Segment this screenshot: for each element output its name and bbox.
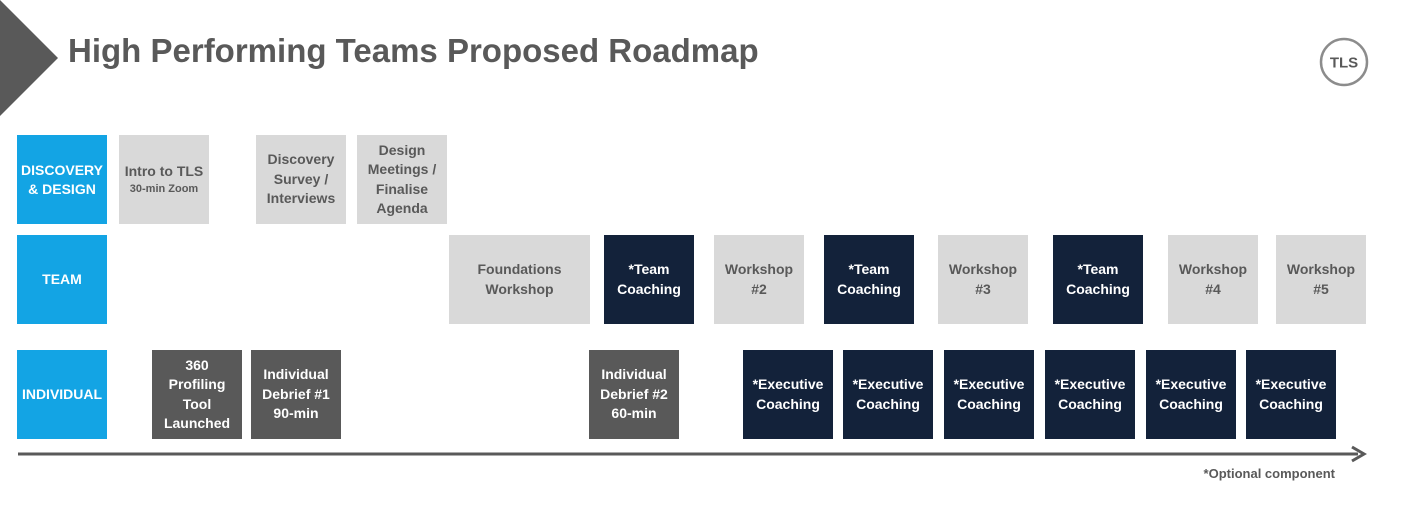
team-coaching-box-1: *Team Coaching <box>604 235 694 324</box>
row-label-individual-text: INDIVIDUAL <box>21 386 103 402</box>
team-coaching-box-3: *Team Coaching <box>1053 235 1143 324</box>
team-coaching-label-2: *Team Coaching <box>837 261 901 297</box>
workshop-3-label: Workshop #3 <box>948 261 1018 297</box>
row-label-team: TEAM <box>17 235 107 324</box>
profiling-tool-box: 360 Profiling Tool Launched <box>152 350 242 439</box>
intro-to-tls-label: Intro to TLS <box>124 163 204 180</box>
executive-coaching-box-6: *Executive Coaching <box>1246 350 1336 439</box>
discovery-survey-label: Discovery Survey / Interviews <box>266 151 336 207</box>
executive-coaching-box-2: *Executive Coaching <box>843 350 933 439</box>
design-meetings-label: Design Meetings / Finalise Agenda <box>367 141 437 217</box>
executive-coaching-label-3: *Executive Coaching <box>953 376 1025 412</box>
corner-triangle-decoration <box>0 0 58 116</box>
workshop-4-box: Workshop #4 <box>1168 235 1258 324</box>
foundations-workshop-box: Foundations Workshop <box>449 235 590 324</box>
executive-coaching-box-5: *Executive Coaching <box>1146 350 1236 439</box>
timeline-arrow <box>18 445 1367 463</box>
team-coaching-label-3: *Team Coaching <box>1066 261 1130 297</box>
row-label-individual: INDIVIDUAL <box>17 350 107 439</box>
optional-footnote: *Optional component <box>1203 466 1335 481</box>
intro-to-tls-box: Intro to TLS 30-min Zoom <box>119 135 209 224</box>
discovery-survey-box: Discovery Survey / Interviews <box>256 135 346 224</box>
workshop-2-box: Workshop #2 <box>714 235 804 324</box>
foundations-workshop-label: Foundations Workshop <box>477 261 562 297</box>
profiling-tool-label: 360 Profiling Tool Launched <box>163 356 231 432</box>
workshop-3-box: Workshop #3 <box>938 235 1028 324</box>
row-label-discovery: DISCOVERY & DESIGN <box>17 135 107 224</box>
team-coaching-label-1: *Team Coaching <box>617 261 681 297</box>
row-label-team-text: TEAM <box>42 271 82 287</box>
individual-debrief-2-box: Individual Debrief #2 60-min <box>589 350 679 439</box>
workshop-5-label: Workshop #5 <box>1286 261 1356 297</box>
executive-coaching-label-2: *Executive Coaching <box>852 376 924 412</box>
individual-debrief-1-box: Individual Debrief #1 90-min <box>251 350 341 439</box>
executive-coaching-label-1: *Executive Coaching <box>752 376 824 412</box>
executive-coaching-box-4: *Executive Coaching <box>1045 350 1135 439</box>
workshop-5-box: Workshop #5 <box>1276 235 1366 324</box>
workshop-2-label: Workshop #2 <box>724 261 794 297</box>
executive-coaching-label-5: *Executive Coaching <box>1155 376 1227 412</box>
intro-to-tls-duration: 30-min Zoom <box>129 182 199 195</box>
page-title: High Performing Teams Proposed Roadmap <box>68 32 759 69</box>
logo-text: TLS <box>1330 55 1358 72</box>
executive-coaching-box-1: *Executive Coaching <box>743 350 833 439</box>
executive-coaching-label-4: *Executive Coaching <box>1054 376 1126 412</box>
individual-debrief-2-label: Individual Debrief #2 60-min <box>600 366 668 422</box>
design-meetings-box: Design Meetings / Finalise Agenda <box>357 135 447 224</box>
executive-coaching-box-3: *Executive Coaching <box>944 350 1034 439</box>
workshop-4-label: Workshop #4 <box>1178 261 1248 297</box>
tls-logo: TLS <box>1319 37 1369 87</box>
row-label-discovery-text: DISCOVERY & DESIGN <box>21 161 103 197</box>
individual-debrief-1-label: Individual Debrief #1 90-min <box>262 366 330 422</box>
executive-coaching-label-6: *Executive Coaching <box>1255 376 1327 412</box>
team-coaching-box-2: *Team Coaching <box>824 235 914 324</box>
